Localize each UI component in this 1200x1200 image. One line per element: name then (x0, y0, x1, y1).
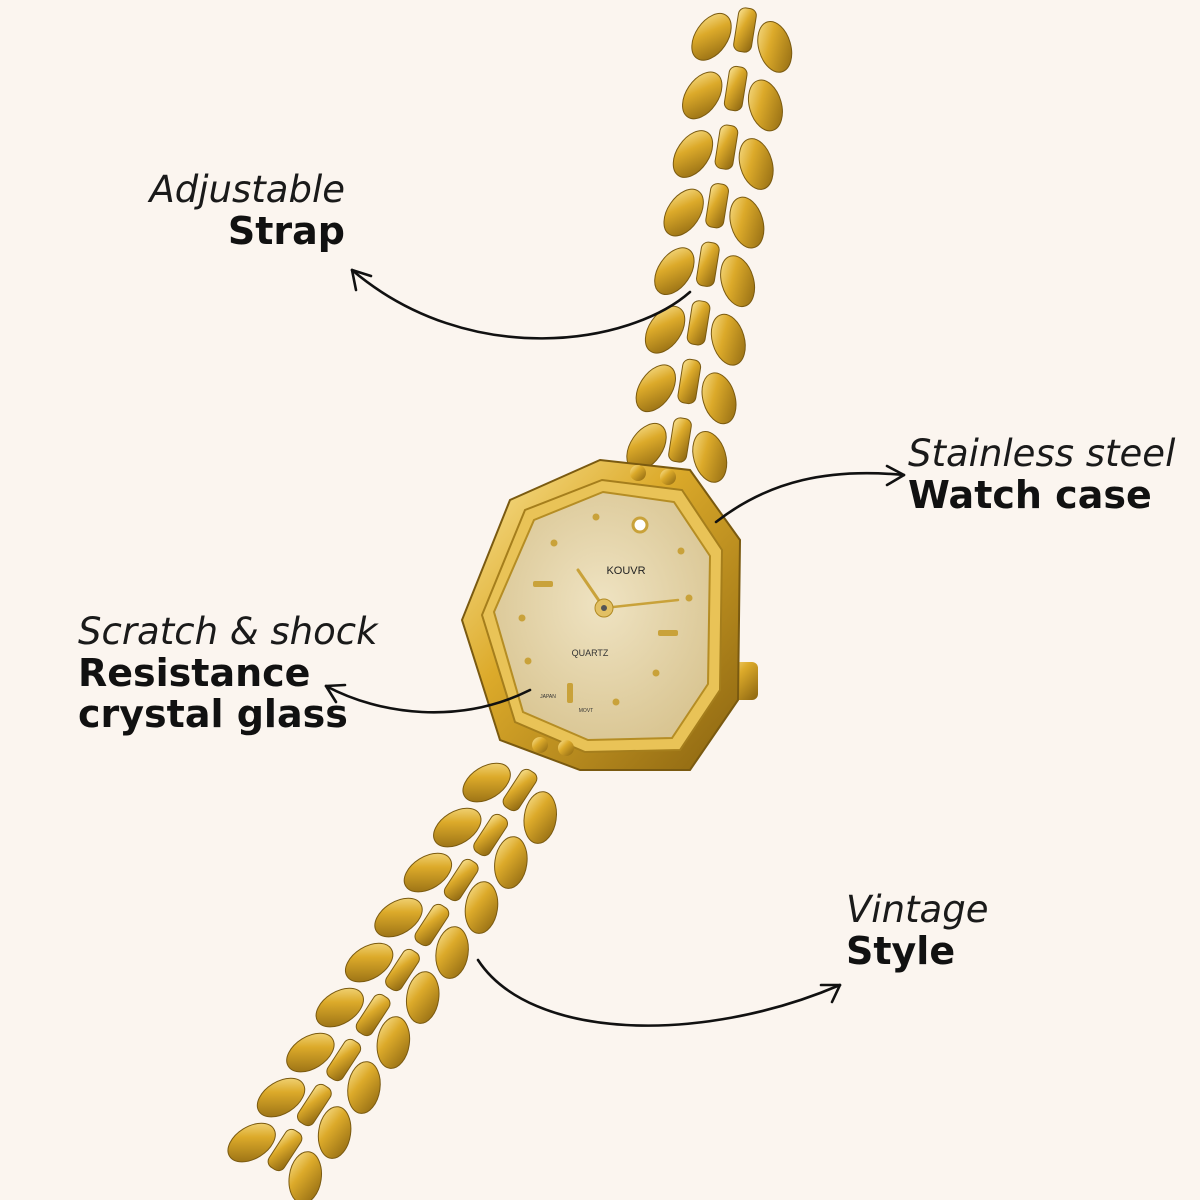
glass-arrow (324, 684, 532, 714)
callout-style: Vintage Style (846, 888, 989, 973)
chain-link-bar (696, 241, 720, 287)
chain-link-drop (523, 791, 557, 844)
callout-case-line1: Stainless steel (908, 432, 1176, 475)
chain-link-bar (502, 768, 538, 812)
chain-link-drop (635, 364, 676, 413)
minute-hand (602, 598, 680, 610)
bracelet-chain (227, 7, 793, 1200)
chain-link-drop (692, 430, 728, 483)
callout-case-line2: Watch case (908, 472, 1152, 517)
chain-link-bar (677, 358, 702, 405)
chain-link-drop (464, 881, 499, 934)
chain-link-drop (227, 1122, 276, 1163)
chain-link-drop (710, 313, 746, 366)
chain-link-drop (403, 852, 453, 893)
chain-link-drop (663, 188, 704, 237)
chain-link-drop (345, 942, 394, 983)
chain-link-bar (705, 183, 729, 229)
crystal-stone (631, 516, 649, 534)
chain-link-drop (494, 836, 528, 889)
chain-link-drop (757, 20, 793, 73)
callout-arrows (324, 268, 906, 1027)
callout-glass-line3: crystal glass (78, 692, 348, 737)
chain-link-bar (355, 993, 391, 1037)
strap-arrow (350, 268, 692, 340)
chain-link-drop (654, 247, 695, 295)
chain-link-bar (723, 65, 748, 112)
callout-strap-line1: Adjustable (149, 168, 345, 211)
style-arrow (476, 958, 842, 1027)
chain-link-drop (729, 196, 765, 249)
chain-link-bar (668, 417, 692, 463)
callout-style-line2: Style (846, 928, 956, 973)
case-arrow (714, 471, 906, 524)
chain-link-bar (714, 124, 739, 170)
callout-strap: Adjustable Strap (140, 168, 345, 253)
chain-link-bar (385, 948, 420, 992)
chain-link-drop (315, 987, 364, 1028)
chain-link-drop (644, 305, 686, 354)
dial-origin-right: MOVT (579, 708, 593, 714)
chain-link-bar (326, 1038, 362, 1082)
dial-origin-left: JAPAN (540, 694, 556, 700)
chain-link-bar (443, 858, 479, 902)
callout-strap-line2: Strap (227, 208, 345, 253)
chain-link-drop (435, 926, 469, 979)
dial-movement: QUARTZ (572, 648, 609, 658)
chain-link-bar (414, 903, 450, 947)
chain-link-drop (462, 762, 511, 803)
chain-link-drop (374, 897, 423, 938)
callout-glass-line2: Resistance (78, 650, 311, 695)
chain-link-drop (701, 372, 737, 425)
chain-link-drop (256, 1077, 306, 1118)
watch-case: KOUVR QUARTZ JAPAN MOVT (460, 458, 758, 771)
chain-link-drop (376, 1016, 411, 1069)
callout-glass: Scratch & shock Resistance crystal glass (78, 610, 378, 737)
callout-case: Stainless steel Watch case (908, 432, 1176, 517)
chain-link-bar (267, 1128, 303, 1172)
chain-link-bar (686, 300, 711, 346)
chain-link-drop (738, 138, 774, 190)
chain-link-drop (286, 1032, 335, 1073)
chain-link-bar (473, 813, 508, 857)
chain-link-drop (682, 71, 723, 120)
chain-link-drop (317, 1106, 352, 1159)
hour-markers (518, 513, 693, 706)
chain-link-drop (747, 79, 783, 132)
chain-link-drop (691, 13, 732, 61)
dial-brand: KOUVR (606, 565, 645, 577)
chain-link-drop (288, 1151, 322, 1200)
chain-link-drop (433, 807, 482, 848)
chain-link-drop (347, 1061, 381, 1114)
chain-link-drop (720, 255, 756, 308)
chain-link-drop (672, 130, 714, 178)
callout-style-line1: Vintage (846, 888, 989, 931)
chain-link-bar (297, 1083, 332, 1127)
chain-link-bar (733, 7, 757, 53)
callout-glass-line1: Scratch & shock (78, 610, 378, 653)
chain-link-drop (405, 971, 440, 1024)
